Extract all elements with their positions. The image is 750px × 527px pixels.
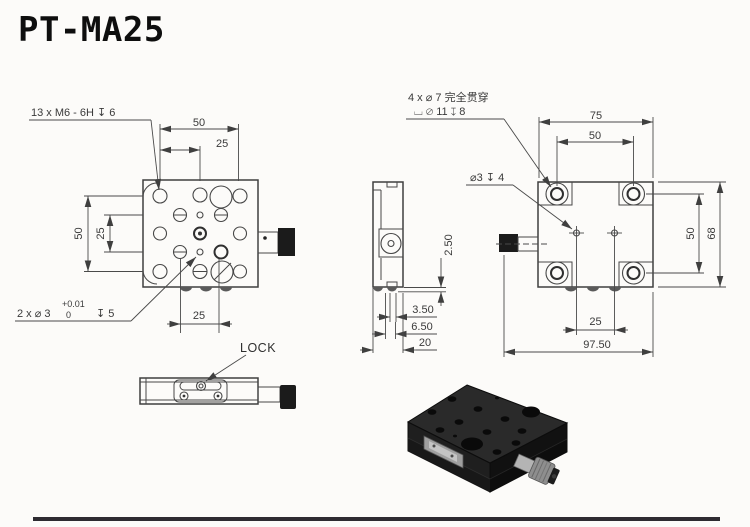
bottom-plate-callouts: 4 x ⌀ 7 完全贯穿 ⌴ ⌀ 11 ↧ 8 ⌀3 ↧ 4 (406, 90, 573, 230)
dim-label: 50 (589, 130, 601, 142)
dim-label: 25 (216, 138, 228, 150)
lock-callout: LOCK (205, 341, 276, 382)
bottom-plate-holes (545, 182, 646, 285)
top-plate-outline (142, 179, 259, 292)
footer-divider (33, 517, 720, 521)
dim-label: 75 (590, 110, 602, 122)
product-knob (513, 453, 560, 485)
product-top-holes (427, 396, 540, 455)
pin-callout-prefix: 2 x ⌀ 3 (17, 308, 51, 320)
dim-label: 3.50 (412, 304, 433, 316)
dim-label: 25 (589, 316, 601, 328)
top-plate-holes (152, 185, 248, 284)
dim-label: 97.50 (583, 339, 611, 351)
view-side-section: 2.50 3.50 6.50 (360, 181, 455, 354)
top-plate-dimensions: 50 25 50 25 25 (73, 117, 239, 333)
dim-label: 50 (685, 227, 697, 239)
pin-callout-tol-lower: 0 (66, 310, 71, 320)
pin-callout-suffix: ↧ 5 (96, 308, 114, 320)
lock-label: LOCK (240, 341, 276, 355)
side-outline (372, 181, 404, 292)
view-top-plate: 50 25 50 25 25 13 x (15, 107, 295, 333)
view-bottom-plate: 75 50 50 68 25 (406, 90, 726, 357)
dim-label: 6.50 (411, 321, 432, 333)
dowel-callout: ⌀3 ↧ 4 (470, 172, 504, 184)
dim-label: 20 (419, 337, 431, 349)
bottom-plate-outline (537, 181, 654, 292)
counterbore-callout-line1: 4 x ⌀ 7 完全贯穿 (408, 90, 489, 104)
dim-label: 68 (706, 227, 718, 239)
thread-callout: 13 x M6 - 6H ↧ 6 (31, 107, 115, 119)
dim-label: 50 (193, 117, 205, 129)
lock-outline (139, 377, 296, 409)
side-dimensions: 2.50 3.50 6.50 (360, 234, 455, 354)
dim-label: 25 (193, 310, 205, 322)
bottom-plate-knob (496, 234, 548, 252)
dim-label: 2.50 (443, 234, 455, 255)
bottom-plate-dimensions: 75 50 50 68 25 (503, 110, 726, 357)
dim-label: 50 (73, 227, 85, 239)
view-lock-side: LOCK (139, 341, 296, 409)
product-photo (406, 384, 569, 493)
dim-label: 25 (95, 227, 107, 239)
page-title: PT-MA25 (18, 10, 165, 50)
counterbore-callout-line2: ⌴ ⌀ 11 ↧ 8 (414, 106, 465, 118)
top-plate-knob (257, 228, 295, 256)
pin-callout-tol-upper: +0.01 (62, 299, 85, 309)
top-plate-callouts: 13 x M6 - 6H ↧ 6 2 x ⌀ 3 +0.01 0 ↧ 5 (15, 107, 197, 322)
product-lock-plate (423, 435, 464, 469)
